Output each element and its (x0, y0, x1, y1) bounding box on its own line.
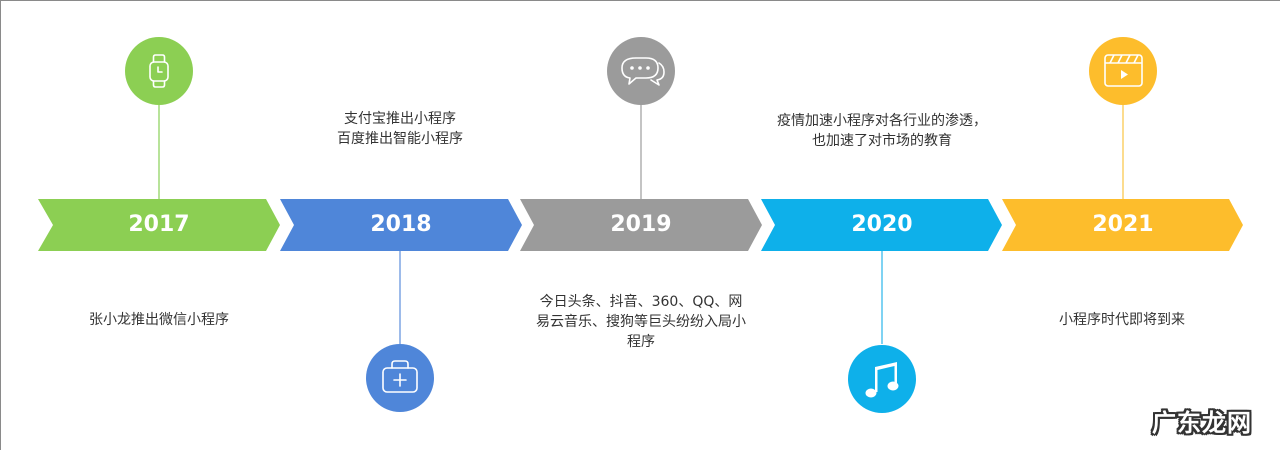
video-clapper-icon (1089, 37, 1157, 105)
description-line: 张小龙推出微信小程序 (89, 312, 229, 328)
description-line: 程序 (627, 334, 655, 350)
arrow-2017 (38, 199, 280, 251)
medical-kit-icon (366, 344, 434, 412)
description-line: 疫情加速小程序对各行业的渗透， (777, 113, 987, 129)
description-line: 小程序时代即将到来 (1059, 312, 1185, 328)
arrow-2021 (1002, 199, 1243, 251)
arrow-2020 (761, 199, 1002, 251)
description-2019: 今日头条、抖音、360、QQ、网 易云音乐、搜狗等巨头纷纷入局小 程序 (516, 292, 766, 352)
watermark: 广东龙网 (1152, 409, 1252, 437)
description-line: 支付宝推出小程序 (344, 111, 456, 127)
smartwatch-icon (125, 37, 193, 105)
chat-bubbles-icon (607, 37, 675, 105)
description-2020: 疫情加速小程序对各行业的渗透， 也加速了对市场的教育 (742, 111, 1022, 151)
description-line: 也加速了对市场的教育 (812, 133, 952, 149)
year-label-2021: 2021 (1092, 212, 1154, 237)
year-label-2018: 2018 (370, 212, 432, 237)
year-label-2020: 2020 (851, 212, 913, 237)
description-line: 百度推出智能小程序 (337, 131, 463, 147)
year-label-2017: 2017 (128, 212, 190, 237)
description-2021: 小程序时代即将到来 (1022, 310, 1222, 330)
arrow-2018 (280, 199, 522, 251)
music-note-icon (848, 345, 916, 413)
description-line: 今日头条、抖音、360、QQ、网 (539, 294, 743, 310)
year-label-2019: 2019 (610, 212, 672, 237)
description-2017: 张小龙推出微信小程序 (59, 310, 259, 330)
description-2018: 支付宝推出小程序 百度推出智能小程序 (300, 109, 500, 149)
description-line: 易云音乐、搜狗等巨头纷纷入局小 (536, 314, 746, 330)
arrow-2019 (520, 199, 762, 251)
